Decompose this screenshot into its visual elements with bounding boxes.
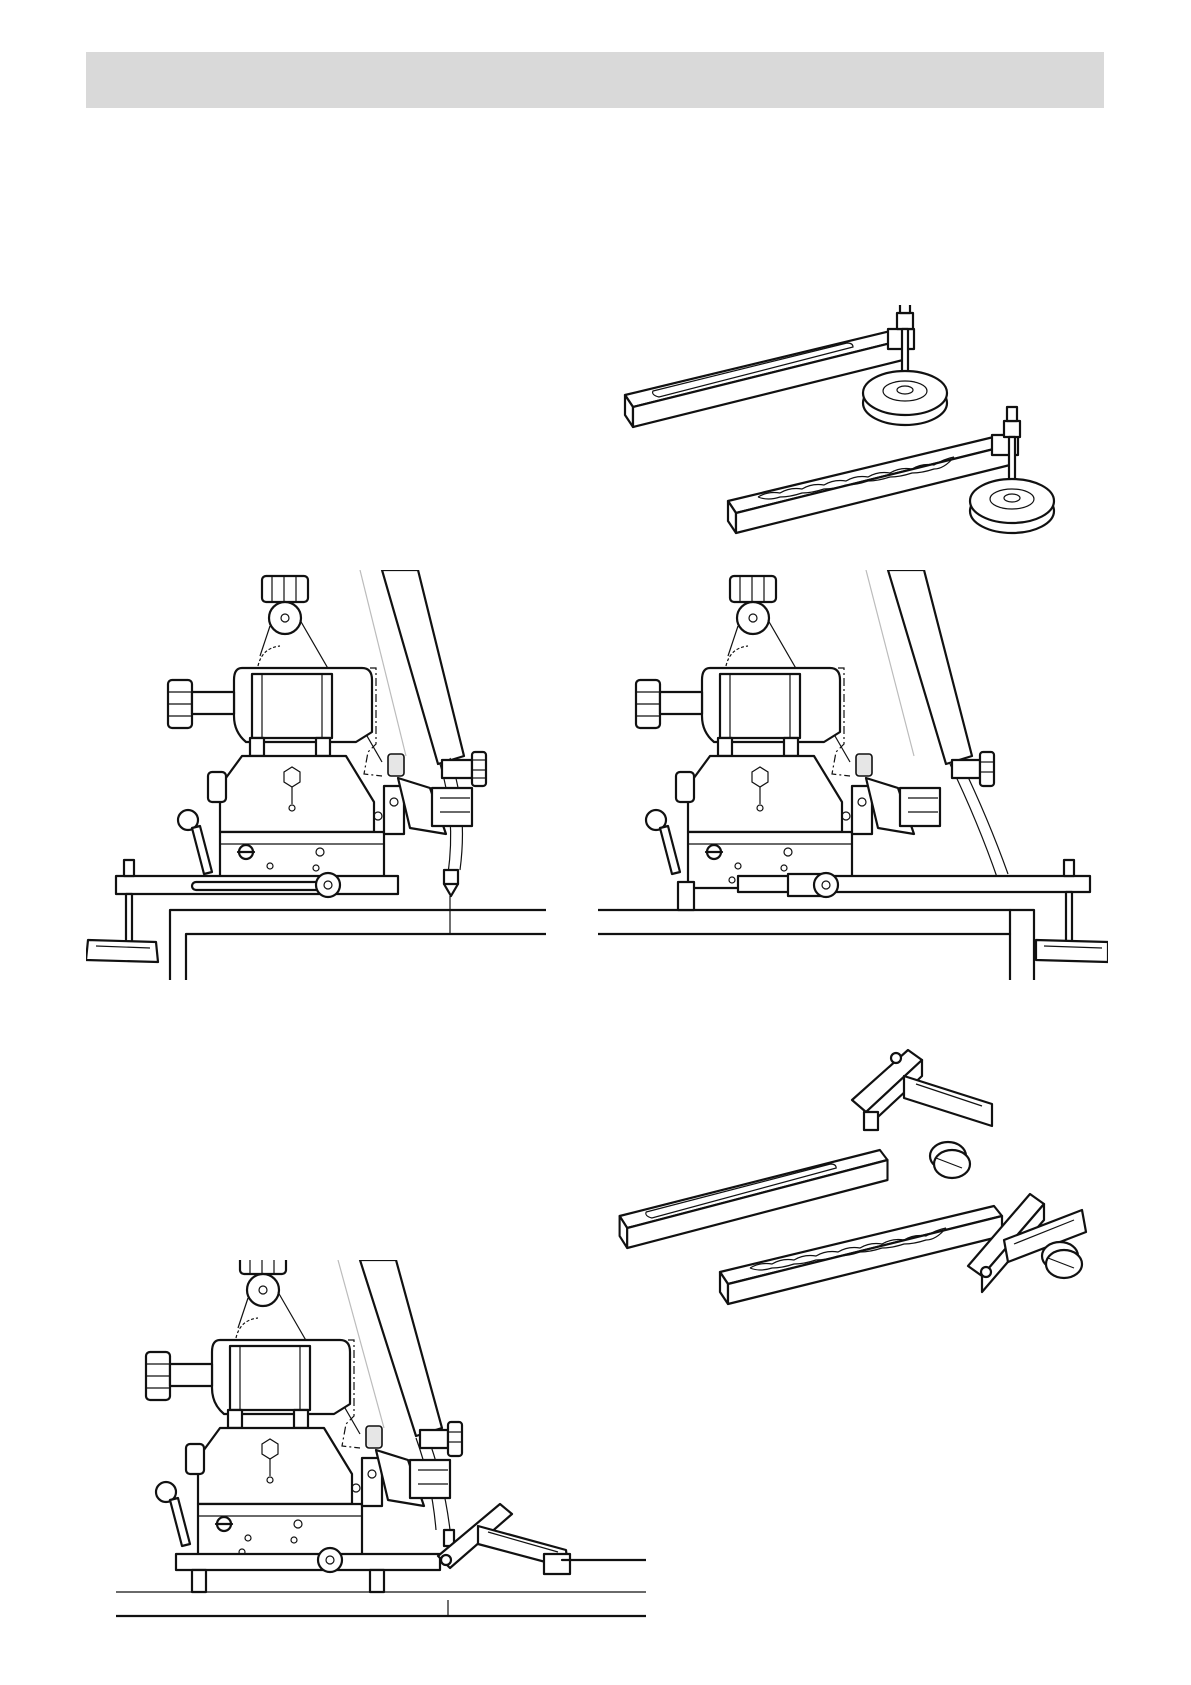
carriage-side-right-guide bbox=[598, 570, 1108, 980]
guide-arms-straight bbox=[620, 305, 1090, 565]
guide-arms-angled bbox=[612, 1040, 1112, 1370]
header-band bbox=[86, 52, 1104, 108]
carriage-side-angled-guide bbox=[116, 1260, 646, 1620]
carriage-side-left-guide bbox=[86, 570, 546, 980]
